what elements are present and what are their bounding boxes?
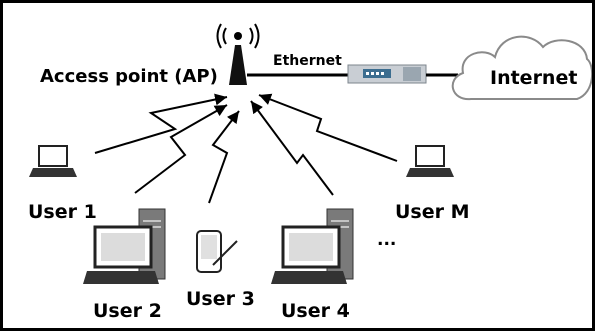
- wireless-link-user-1: [94, 93, 228, 154]
- laptop-icon: [406, 145, 454, 177]
- user-2-label: User 2: [93, 300, 162, 322]
- wireless-links: [94, 93, 398, 204]
- cloud-icon: [451, 35, 592, 101]
- user-m-label: User M: [395, 201, 470, 223]
- access-point-icon: [216, 23, 260, 85]
- network-diagram: [29, 23, 592, 284]
- wireless-link-user-m: [258, 93, 398, 162]
- user-4-label: User 4: [281, 300, 350, 322]
- more-users-ellipsis: ...: [377, 230, 397, 250]
- user-3-label: User 3: [186, 288, 255, 310]
- desktop-computer-icon: [83, 208, 166, 284]
- router-icon: [347, 64, 427, 84]
- wireless-link-user-2: [134, 104, 228, 194]
- ethernet-label: Ethernet: [273, 53, 342, 69]
- wireless-link-user-3: [208, 110, 240, 204]
- internet-label: Internet: [490, 67, 578, 89]
- access-point-label: Access point (AP): [40, 66, 218, 87]
- laptop-icon: [29, 145, 77, 177]
- user-1-label: User 1: [28, 201, 97, 223]
- desktop-computer-icon: [271, 208, 354, 284]
- wireless-link-user-4: [250, 100, 334, 196]
- handheld-device-icon: [196, 230, 238, 273]
